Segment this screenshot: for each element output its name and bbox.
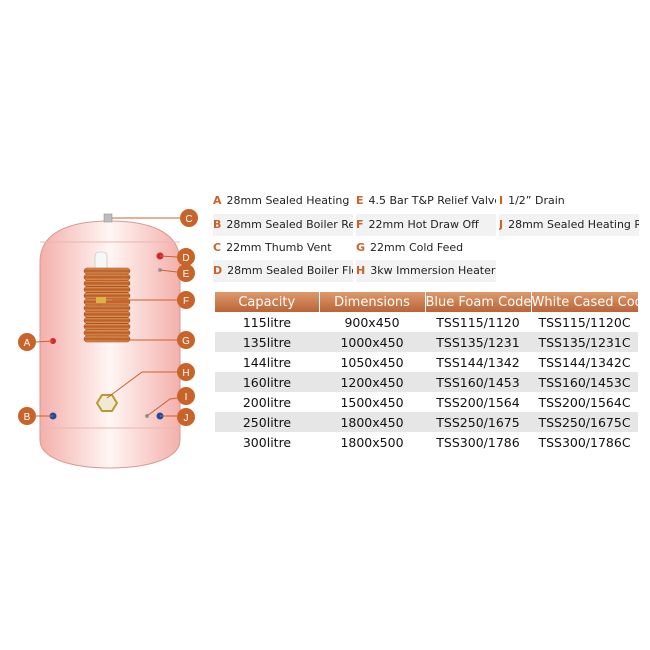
cell-dimensions: 900x450 <box>319 312 425 332</box>
coil-turn <box>83 292 131 299</box>
callout-badges: A B C D E F G H I J <box>18 209 198 426</box>
cell-white-cased-code: TSS115/1120C <box>531 312 638 332</box>
table-row: 250litre 1800x450 TSS250/1675 TSS250/167… <box>215 412 638 432</box>
cell-blue-foam-code: TSS200/1564 <box>425 392 531 412</box>
header-dimensions: Dimensions <box>318 292 425 312</box>
callout-a: A <box>18 333 36 351</box>
cell-dimensions: 1500x450 <box>319 392 425 412</box>
table-header-row: Capacity Dimensions Blue Foam Code White… <box>215 292 638 312</box>
coil-turn <box>83 311 131 318</box>
table-row: 160litre 1200x450 TSS160/1453 TSS160/145… <box>215 372 638 392</box>
cell-blue-foam-code: TSS115/1120 <box>425 312 531 332</box>
cell-dimensions: 1800x500 <box>319 432 425 452</box>
coil-turn <box>83 329 131 337</box>
cell-white-cased-code: TSS135/1231C <box>531 332 638 352</box>
callout-h: H <box>177 363 195 381</box>
table-row: 144litre 1050x450 TSS144/1342 TSS144/134… <box>215 352 638 372</box>
svg-text:E: E <box>183 269 190 280</box>
cell-dimensions: 1800x450 <box>319 412 425 432</box>
callout-d: D <box>177 248 195 266</box>
leader-lines <box>35 217 180 417</box>
callout-j: J <box>177 408 195 426</box>
callout-g: G <box>177 331 195 349</box>
svg-text:D: D <box>182 253 189 264</box>
svg-text:I: I <box>185 392 188 403</box>
cell-blue-foam-code: TSS250/1675 <box>425 412 531 432</box>
cell-dimensions: 1050x450 <box>319 352 425 372</box>
cell-blue-foam-code: TSS160/1453 <box>425 372 531 392</box>
cell-white-cased-code: TSS160/1453C <box>531 372 638 392</box>
cylinder-diagram: A B C D E F G H I J <box>18 209 198 469</box>
cell-dimensions: 1000x450 <box>319 332 425 352</box>
svg-text:H: H <box>182 368 189 379</box>
svg-text:A: A <box>24 338 31 349</box>
cell-capacity: 144litre <box>215 352 319 372</box>
cell-capacity: 300litre <box>215 432 319 452</box>
copper-heating-coil <box>83 267 131 343</box>
cell-blue-foam-code: TSS135/1231 <box>425 332 531 352</box>
coil-turn <box>83 317 131 324</box>
cell-white-cased-code: TSS300/1786C <box>531 432 638 452</box>
svg-text:J: J <box>184 413 189 424</box>
cell-capacity: 160litre <box>215 372 319 392</box>
cell-dimensions: 1200x450 <box>319 372 425 392</box>
port-dot-d <box>156 252 164 260</box>
header-capacity: Capacity <box>215 292 319 312</box>
table-row: 300litre 1800x500 TSS300/1786 TSS300/178… <box>215 432 638 452</box>
cell-white-cased-code: TSS200/1564C <box>531 392 638 412</box>
callout-i: I <box>177 387 195 405</box>
cell-capacity: 250litre <box>215 412 319 432</box>
coil-turn <box>83 304 131 312</box>
header-blue-foam-code: Blue Foam Code <box>424 292 531 312</box>
svg-text:B: B <box>24 412 31 423</box>
callout-e: E <box>177 264 195 282</box>
svg-text:G: G <box>182 336 190 347</box>
cell-white-cased-code: TSS144/1342C <box>531 352 638 372</box>
table-row: 200litre 1500x450 TSS200/1564 TSS200/156… <box>215 392 638 412</box>
table-row: 135litre 1000x450 TSS135/1231 TSS135/123… <box>215 332 638 352</box>
coil-turn <box>83 267 131 275</box>
cell-capacity: 115litre <box>215 312 319 332</box>
top-vent-fitting <box>103 213 113 223</box>
coil-turn <box>83 286 131 293</box>
cell-blue-foam-code: TSS144/1342 <box>425 352 531 372</box>
callout-f: F <box>177 291 195 309</box>
callout-c: C <box>180 209 198 227</box>
cell-white-cased-code: TSS250/1675C <box>531 412 638 432</box>
coil-turn <box>83 335 131 343</box>
header-white-cased-code: White Cased Code <box>530 292 638 312</box>
immersion-heater-boss <box>95 394 119 412</box>
svg-text:F: F <box>183 296 189 307</box>
callout-b: B <box>18 407 36 425</box>
cell-capacity: 200litre <box>215 392 319 412</box>
coil-turn <box>83 280 131 287</box>
table-row: 115litre 900x450 TSS115/1120 TSS115/1120… <box>215 312 638 332</box>
coil-turn <box>83 273 131 281</box>
cell-capacity: 135litre <box>215 332 319 352</box>
cell-blue-foam-code: TSS300/1786 <box>425 432 531 452</box>
specification-table: Capacity Dimensions Blue Foam Code White… <box>215 292 638 452</box>
svg-text:C: C <box>185 214 192 225</box>
coil-turn <box>83 323 131 330</box>
hot-draw-fitting <box>96 297 106 303</box>
